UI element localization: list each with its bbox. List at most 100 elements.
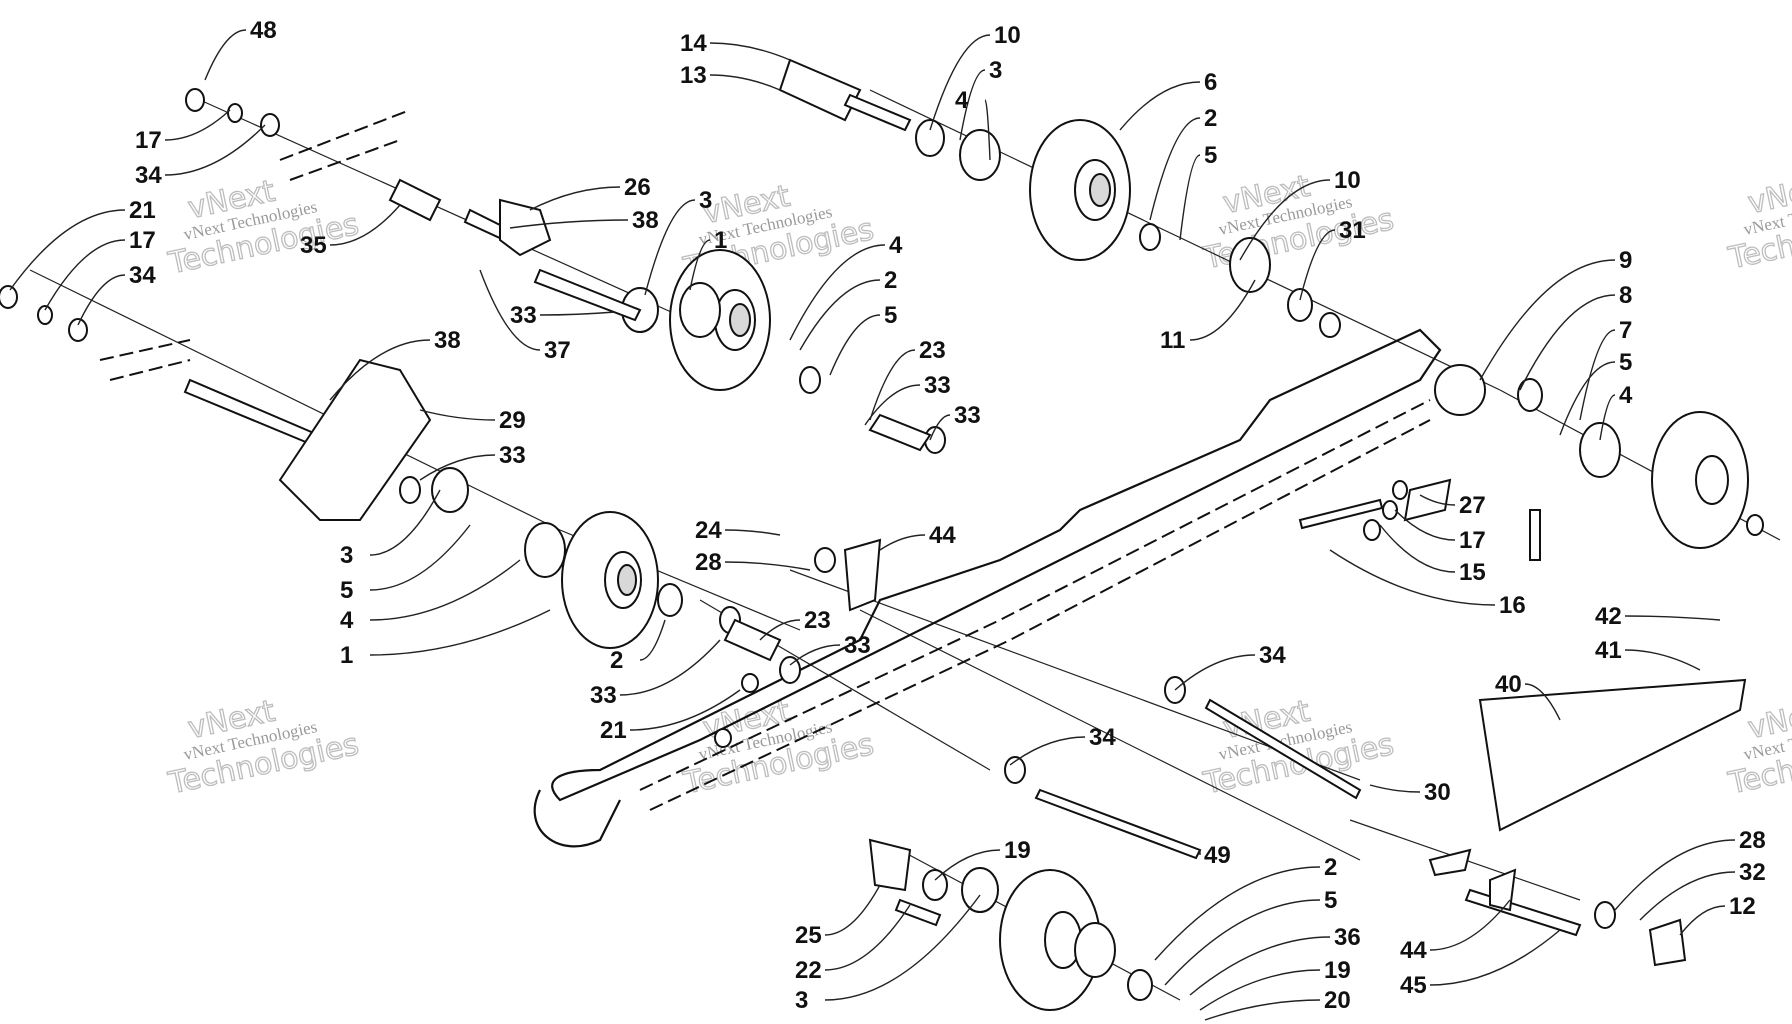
leader-line	[1679, 905, 1726, 936]
part-number-label: 49	[1204, 842, 1231, 869]
leader-line	[644, 199, 696, 296]
leader-line	[509, 219, 629, 229]
part-number-label: 5	[1204, 142, 1217, 169]
callout-45: 45	[1400, 929, 1561, 999]
leader-line	[479, 269, 541, 351]
leader-line	[1239, 179, 1331, 261]
part-number-label: 40	[1495, 671, 1522, 698]
leader-line	[9, 209, 126, 291]
leader-line	[1599, 394, 1616, 441]
callout-23: 23	[869, 337, 946, 421]
part-number-label: 19	[1324, 957, 1351, 984]
part-number-label: 33	[510, 302, 537, 329]
part-number-label: 4	[889, 232, 903, 259]
part-number-label: 1	[340, 642, 353, 669]
part-number-label: 34	[1259, 642, 1286, 669]
part-number-label: 33	[590, 682, 617, 709]
leader-line	[1519, 294, 1616, 391]
callout-1: 1	[689, 227, 727, 291]
leader-line	[1189, 279, 1256, 341]
callout-44: 44	[879, 522, 956, 551]
callout-12: 12	[1679, 893, 1756, 936]
part-number-label: 34	[1089, 724, 1116, 751]
leader-line	[1419, 494, 1456, 506]
leader-line	[724, 561, 811, 571]
callout-2: 2	[1154, 854, 1337, 961]
part-number-label: 36	[1334, 924, 1361, 951]
callout-48: 48	[204, 17, 277, 81]
part-number-label: 28	[695, 549, 722, 576]
leader-line	[1559, 361, 1616, 436]
leader-line	[1179, 154, 1201, 241]
callout-25: 25	[795, 884, 881, 949]
part-number-label: 27	[1459, 492, 1486, 519]
leader-line	[1199, 969, 1321, 1011]
callout-13: 13	[680, 62, 781, 91]
idler-wheel-spoked-right	[1651, 411, 1749, 549]
part-number-label: 37	[544, 337, 571, 364]
part-number-label: 42	[1595, 603, 1622, 630]
part-number-label: 3	[795, 987, 808, 1014]
part-number-label: 25	[795, 922, 822, 949]
callout-3: 3	[795, 894, 981, 1014]
leader-line	[419, 409, 496, 421]
callout-19: 19	[934, 837, 1031, 881]
callout-5: 5	[1164, 887, 1337, 986]
callout-11: 11	[1160, 279, 1256, 354]
part-number-label: 10	[1334, 167, 1361, 194]
leader-line	[539, 311, 616, 316]
leader-line	[709, 42, 791, 61]
part-number-label: 3	[699, 187, 712, 214]
leader-line	[829, 314, 881, 376]
leader-line	[77, 274, 126, 326]
part-number-label: 32	[1739, 859, 1766, 886]
part-number-label: 38	[434, 327, 461, 354]
part-number-label: 9	[1619, 247, 1632, 274]
callout-33: 33	[419, 442, 526, 481]
part-number-label: 21	[129, 197, 156, 224]
shafts-and-tubes	[183, 58, 1582, 937]
part-number-label: 8	[1619, 282, 1632, 309]
leader-line	[1379, 524, 1456, 573]
callout-4: 4	[955, 87, 991, 161]
callout-38: 38	[509, 207, 659, 234]
callout-2: 2	[799, 267, 897, 351]
part-number-label: 31	[1339, 217, 1366, 244]
callout-49: 49	[1199, 842, 1231, 869]
part-number-label: 4	[1619, 382, 1633, 409]
callout-29: 29	[419, 407, 526, 434]
leader-line	[929, 414, 951, 441]
leader-line	[329, 204, 401, 246]
part-number-label: 33	[499, 442, 526, 469]
callout-10: 10	[1239, 167, 1361, 261]
leader-line	[1149, 117, 1201, 221]
leader-line	[824, 884, 881, 936]
leader-line	[1299, 229, 1336, 301]
leader-line	[1639, 871, 1736, 921]
callout-3: 3	[340, 489, 441, 569]
part-number-label: 41	[1595, 637, 1622, 664]
callout-34: 34	[1009, 724, 1116, 766]
callout-5: 5	[829, 302, 897, 376]
callout-2: 2	[1149, 105, 1217, 221]
leader-line	[369, 489, 441, 556]
part-number-label: 20	[1324, 987, 1351, 1014]
idler-wheel-upper-right	[1029, 119, 1131, 261]
callout-24: 24	[695, 517, 781, 544]
leader-line	[629, 689, 741, 731]
leader-line	[789, 644, 841, 666]
part-number-label: 6	[1204, 69, 1217, 96]
callout-17: 17	[135, 109, 231, 154]
part-number-label: 11	[1160, 327, 1185, 354]
leader-line	[369, 559, 521, 621]
part-number-label: 34	[135, 162, 162, 189]
part-number-label: 15	[1459, 559, 1486, 586]
leader-line	[1394, 509, 1456, 541]
leader-line	[934, 849, 1001, 881]
callout-8: 8	[1519, 282, 1632, 391]
callout-9: 9	[1479, 247, 1632, 381]
leader-line	[44, 239, 126, 311]
